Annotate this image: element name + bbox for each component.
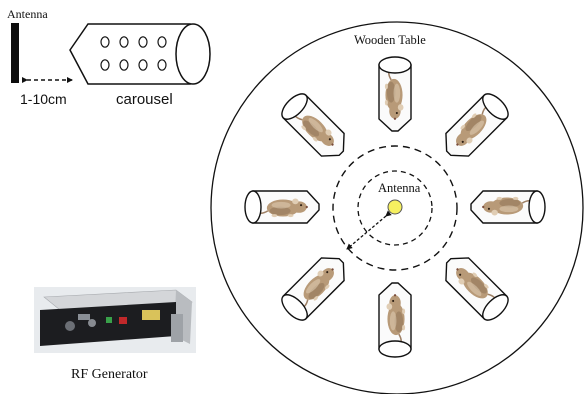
tube-cap xyxy=(528,190,546,224)
inner-dashed-ring xyxy=(357,170,433,246)
rf-generator-device xyxy=(34,287,196,353)
carousel-hole xyxy=(157,36,167,48)
rf-generator-label: RF Generator xyxy=(71,367,148,382)
mouse-tube xyxy=(281,257,345,321)
tube-cap xyxy=(281,93,308,120)
tube-cap xyxy=(378,56,412,74)
rf-device-knob-red xyxy=(119,317,127,324)
distance-label: 1-10cm xyxy=(20,91,67,107)
rf-device-meter xyxy=(78,314,90,320)
wooden-table-label: Wooden Table xyxy=(354,33,426,47)
mouse-tube xyxy=(378,282,412,358)
rf-device-knob-left xyxy=(65,321,75,331)
tube-cap xyxy=(378,340,412,358)
rf-device-display-yellow xyxy=(142,310,160,320)
rf-device-indicator-green xyxy=(106,317,112,323)
carousel-tube-outline xyxy=(69,23,191,85)
mouse-tube xyxy=(244,190,320,224)
carousel-hole xyxy=(119,36,129,48)
carousel-hole xyxy=(119,59,129,71)
tube-cap xyxy=(281,294,308,321)
carousel-hole xyxy=(157,59,167,71)
tube-cap xyxy=(244,190,262,224)
mouse-tube xyxy=(378,56,412,132)
radial-distance-arrow xyxy=(346,210,392,250)
rf-device-handle xyxy=(171,314,183,342)
carousel-hole xyxy=(138,36,148,48)
antenna-label: Antenna xyxy=(7,7,48,21)
carousel-label: carousel xyxy=(116,91,173,108)
center-antenna xyxy=(387,199,403,215)
outer-dashed-ring xyxy=(332,145,458,271)
center-antenna-label: Antenna xyxy=(378,181,421,195)
carousel-hole xyxy=(138,59,148,71)
antenna-bar xyxy=(11,23,19,83)
mouse-tube xyxy=(445,93,509,157)
mouse-tube xyxy=(445,257,509,321)
mouse-tube xyxy=(281,93,345,157)
tube-cap xyxy=(482,93,509,120)
carousel-hole xyxy=(100,59,110,71)
carousel-hole xyxy=(100,36,110,48)
mouse-tube xyxy=(470,190,546,224)
carousel-tube-diagram xyxy=(69,23,211,85)
carousel-holes xyxy=(100,36,167,71)
rf-device-knob-mid xyxy=(88,319,96,327)
mouse-tubes xyxy=(244,56,546,358)
carousel-tube-end xyxy=(175,23,211,85)
